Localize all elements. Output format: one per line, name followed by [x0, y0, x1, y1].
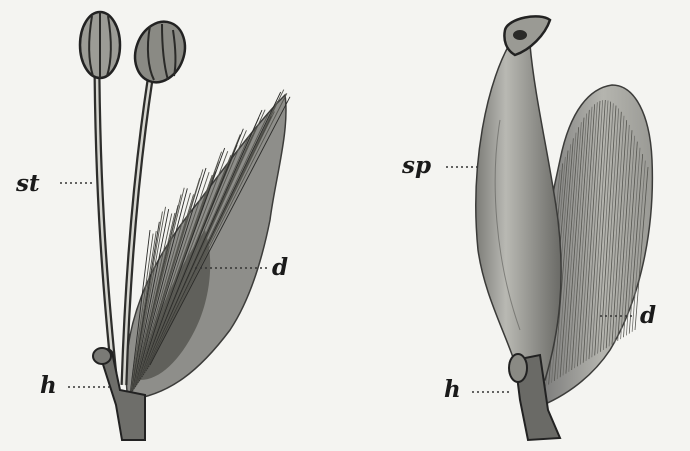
left-specimen — [60, 12, 290, 440]
stamen-filament-1 — [97, 75, 115, 385]
anther-2 — [127, 15, 193, 90]
label-stamen: st — [16, 172, 40, 195]
anther-1 — [80, 12, 120, 78]
right-sepal — [476, 35, 561, 380]
right-hair-knob — [509, 354, 527, 382]
label-hair-left: h — [40, 374, 57, 397]
label-disc-right: d — [640, 304, 656, 327]
label-hair-right: h — [444, 378, 461, 401]
right-specimen — [446, 16, 652, 440]
label-sepal: sp — [402, 154, 431, 177]
left-hair-knob — [93, 348, 111, 364]
label-disc-left: d — [272, 256, 288, 279]
sepal-tip — [504, 16, 550, 55]
